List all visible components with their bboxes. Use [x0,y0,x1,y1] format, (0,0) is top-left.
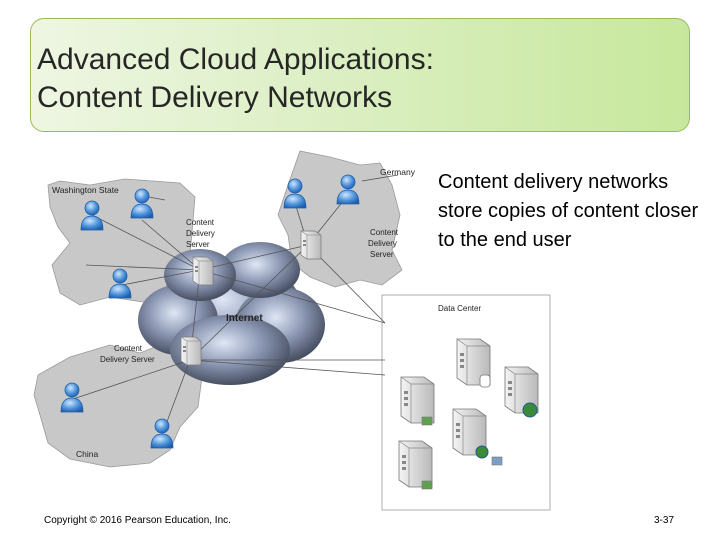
data-server-icon [398,440,433,488]
title-box: Advanced Cloud Applications: Content Del… [30,18,690,132]
document-icon [421,416,433,426]
wa-server-label-3: Server [186,240,210,249]
globe-icon [475,445,489,459]
data-center-label: Data Center [438,304,481,313]
data-server-icon [400,376,435,424]
server-icon [300,230,322,260]
page-number: 3-37 [654,515,675,526]
china-label: China [76,449,98,459]
internet-label: Internet [226,313,263,324]
server-icon [180,336,202,366]
document-icon [421,480,433,490]
server-icon [192,256,214,286]
de-server-label-1: Content [370,228,399,237]
de-server-label-2: Delivery [368,239,397,248]
title-line-2: Content Delivery Networks [37,81,393,114]
wa-server-label-2: Delivery [186,229,215,238]
cdn-diagram: Washington State Germany China Data Cent… [33,150,551,511]
washington-label: Washington State [52,185,119,195]
germany-label: Germany [380,167,416,177]
slide-title: Advanced Cloud Applications: Content Del… [37,41,434,117]
cn-server-label-2: Delivery Server [100,355,155,364]
copyright: Copyright © 2016 Pearson Education, Inc. [44,515,231,526]
cn-server-label-1: Content [114,344,143,353]
title-line-1: Advanced Cloud Applications: [37,43,434,76]
bullet-text: Content delivery networks store copies o… [438,171,699,251]
de-server-label-3: Server [370,250,394,259]
wa-server-label-1: Content [186,218,215,227]
database-icon [479,374,491,388]
connection-lines [69,174,399,436]
internet-cloud [138,242,325,385]
document-icon [491,456,503,466]
globe-icon [522,402,538,418]
